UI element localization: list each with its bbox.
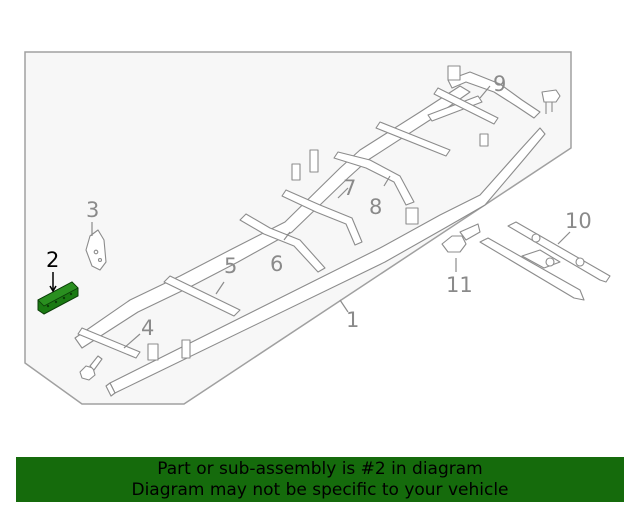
callout-2: 2 xyxy=(46,248,60,272)
bracket-part-3 xyxy=(85,229,107,271)
callout-9: 9 xyxy=(493,72,507,96)
banner-disclaimer-line: Diagram may not be specific to your vehi… xyxy=(131,479,509,500)
callout-6: 6 xyxy=(270,252,284,276)
leader-line-part-2 xyxy=(49,272,57,293)
callout-7: 7 xyxy=(343,176,357,200)
callout-5: 5 xyxy=(224,254,238,278)
bracket-part-right xyxy=(541,89,561,114)
callout-4: 4 xyxy=(141,316,155,340)
bracket-part-11 xyxy=(441,223,481,253)
callout-8: 8 xyxy=(369,195,383,219)
callout-10: 10 xyxy=(565,209,592,233)
leader-lines xyxy=(91,85,571,349)
banner-part-line: Part or sub-assembly is #2 in diagram xyxy=(157,458,483,479)
callout-3: 3 xyxy=(86,198,100,222)
parts-diagram xyxy=(24,51,611,405)
info-banner: Part or sub-assembly is #2 in diagram Di… xyxy=(16,457,624,502)
callout-1: 1 xyxy=(346,308,360,332)
highlighted-part-2 xyxy=(37,281,79,315)
bolt-part xyxy=(79,355,103,381)
frame-assembly-part-1 xyxy=(74,65,546,397)
skid-plate-part-10 xyxy=(479,221,611,301)
diagram-panel xyxy=(24,51,572,405)
callout-11: 11 xyxy=(446,273,473,297)
